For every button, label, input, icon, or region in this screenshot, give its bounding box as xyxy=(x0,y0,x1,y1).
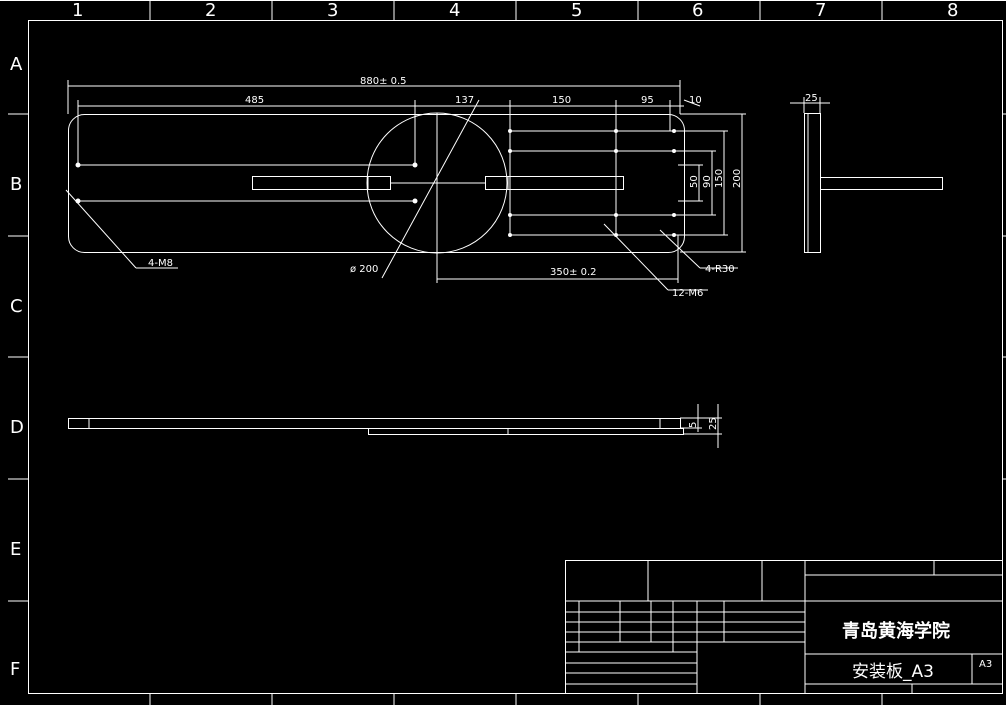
col-label-3: 3 xyxy=(327,0,338,21)
dim-v150: 150 xyxy=(714,169,725,188)
dim-v50: 50 xyxy=(689,175,700,188)
dim-v200: 200 xyxy=(732,169,743,188)
dim-150: 150 xyxy=(552,95,571,106)
dim-485: 485 xyxy=(245,95,264,106)
plate-outline xyxy=(68,114,685,253)
row-label-a: A xyxy=(10,54,23,75)
col-label-8: 8 xyxy=(947,0,958,21)
side-thickness-dim: 25 xyxy=(805,93,818,104)
bottom-view xyxy=(68,404,722,448)
dim-bottom-5: 5 xyxy=(688,422,699,428)
row-label-b: B xyxy=(10,174,22,195)
row-label-f: F xyxy=(10,659,20,680)
col-label-1: 1 xyxy=(72,0,83,21)
row-label-d: D xyxy=(10,417,24,438)
dim-137: 137 xyxy=(455,95,474,106)
col-label-5: 5 xyxy=(571,0,582,21)
title-block xyxy=(565,560,1003,694)
dim-95: 95 xyxy=(641,95,654,106)
callout-m8: 4-M8 xyxy=(148,258,173,269)
dim-overall: 880± 0.5 xyxy=(360,76,407,87)
col-label-7: 7 xyxy=(815,0,826,21)
zone-labels: 1 2 3 4 5 6 7 8 A B C D E F xyxy=(10,0,958,680)
school-name: 青岛黄海学院 xyxy=(842,620,950,642)
plan-view xyxy=(65,80,746,291)
bottom-dimensions: 5 25 xyxy=(688,417,719,430)
callout-r30: 4-R30 xyxy=(705,264,735,275)
drawing-name: 安装板_A3 xyxy=(852,662,934,682)
col-label-2: 2 xyxy=(205,0,216,21)
title-block-text: 青岛黄海学院 安装板_A3 A3 xyxy=(842,620,992,682)
plan-dimensions: 880± 0.5 485 137 150 95 10 350± 0.2 200 … xyxy=(148,76,743,299)
sheet-size: A3 xyxy=(979,659,992,670)
callout-circle: ø 200 xyxy=(350,264,378,275)
dim-10: 10 xyxy=(689,95,702,106)
col-label-4: 4 xyxy=(449,0,460,21)
side-view xyxy=(790,97,943,253)
dim-350: 350± 0.2 xyxy=(550,267,597,278)
col-label-6: 6 xyxy=(692,0,703,21)
row-label-c: C xyxy=(10,296,23,317)
dim-v90: 90 xyxy=(702,175,713,188)
callout-m6: 12-M6 xyxy=(672,288,703,299)
bolt-holes xyxy=(75,129,676,237)
row-label-e: E xyxy=(10,539,21,560)
dim-bottom-25: 25 xyxy=(708,417,719,430)
